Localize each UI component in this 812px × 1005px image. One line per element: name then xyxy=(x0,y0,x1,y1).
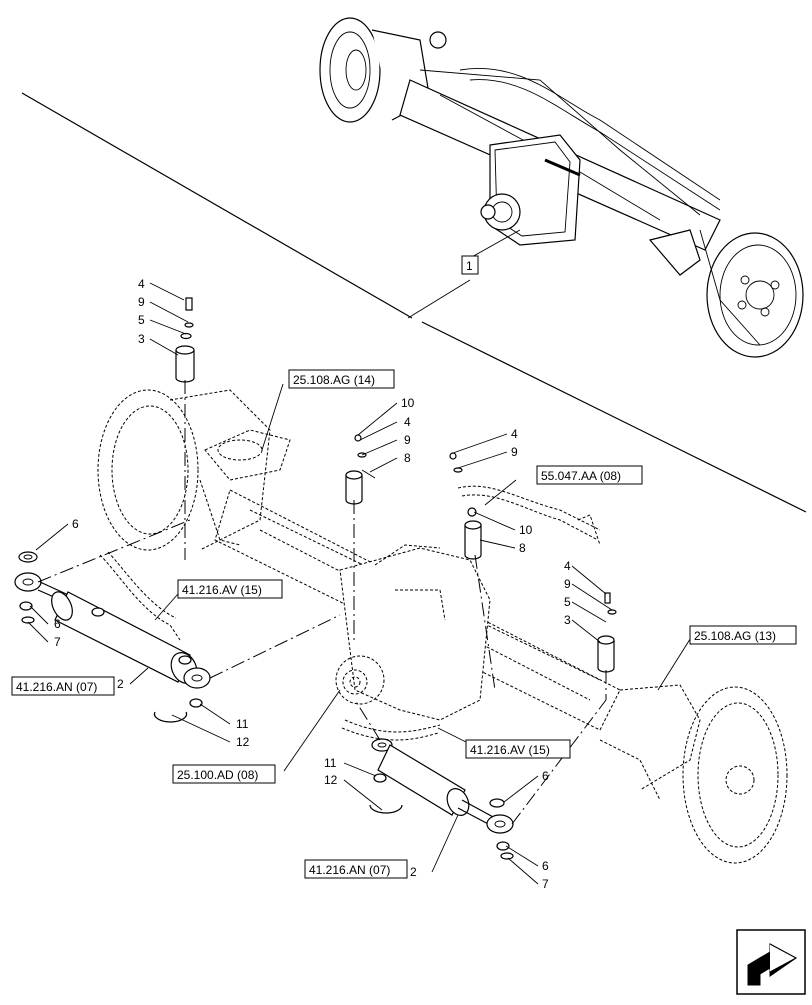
ref-25-108-ag-13: 25.108.AG (13) xyxy=(694,629,776,643)
callout-8: 8 xyxy=(404,451,411,465)
steering-cylinder-right xyxy=(354,699,607,860)
callout-1: 1 xyxy=(466,259,473,273)
callout-9: 9 xyxy=(404,433,411,447)
callout-3: 3 xyxy=(138,332,145,346)
callout-4: 4 xyxy=(138,277,145,291)
pin-assembly-center xyxy=(345,434,376,640)
callout-6: 6 xyxy=(542,859,549,873)
ref-25-108-ag-14: 25.108.AG (14) xyxy=(293,373,375,387)
callout-7: 7 xyxy=(542,877,549,891)
callout-6: 6 xyxy=(54,617,61,631)
axle-assembly-illustration xyxy=(319,17,804,358)
callout-2: 2 xyxy=(410,865,417,879)
exploded-axle-housing xyxy=(97,389,788,864)
callout-11: 11 xyxy=(236,717,249,731)
callout-9: 9 xyxy=(511,445,518,459)
pin-assembly-right-upper xyxy=(449,452,496,691)
callout-10: 10 xyxy=(519,523,533,537)
ref-25-100-ad-08: 25.100.AD (08) xyxy=(177,768,258,782)
ref-41-216-av-15-left: 41.216.AV (15) xyxy=(182,583,262,597)
reference-boxes: 25.108.AG (14) 55.047.AA (08) 25.108.AG … xyxy=(11,369,797,879)
callout-numbers: 1 4 9 5 3 10 4 9 8 4 9 10 8 4 9 5 3 6 6 … xyxy=(54,255,571,891)
callout-5: 5 xyxy=(564,595,571,609)
arrow-navigation-icon[interactable] xyxy=(736,929,806,995)
callout-4: 4 xyxy=(511,427,518,441)
callout-12: 12 xyxy=(236,735,250,749)
ref-55-047-aa-08: 55.047.AA (08) xyxy=(541,469,621,483)
callout-11: 11 xyxy=(324,756,337,770)
ref-41-216-an-07-right: 41.216.AN (07) xyxy=(309,863,390,877)
pin-assembly-right-lower xyxy=(597,592,617,700)
callout-5: 5 xyxy=(138,313,145,327)
callout-6: 6 xyxy=(542,769,549,783)
pin-assembly-left xyxy=(175,297,195,560)
callout-8: 8 xyxy=(519,541,526,555)
callout-6: 6 xyxy=(72,517,79,531)
callout-9: 9 xyxy=(564,577,571,591)
callout-2: 2 xyxy=(117,677,124,691)
callout-4: 4 xyxy=(564,559,571,573)
callout-4: 4 xyxy=(404,415,411,429)
callout-9: 9 xyxy=(138,295,145,309)
separator-lines xyxy=(21,92,807,513)
callout-7: 7 xyxy=(54,635,61,649)
callout-12: 12 xyxy=(324,773,338,787)
ref-41-216-av-15-lower: 41.216.AV (15) xyxy=(470,743,550,757)
callout-leaders xyxy=(27,229,693,885)
callout-3: 3 xyxy=(564,613,571,627)
callout-10: 10 xyxy=(401,396,415,410)
ref-41-216-an-07-left: 41.216.AN (07) xyxy=(16,680,97,694)
steering-cylinder-left xyxy=(14,519,341,723)
